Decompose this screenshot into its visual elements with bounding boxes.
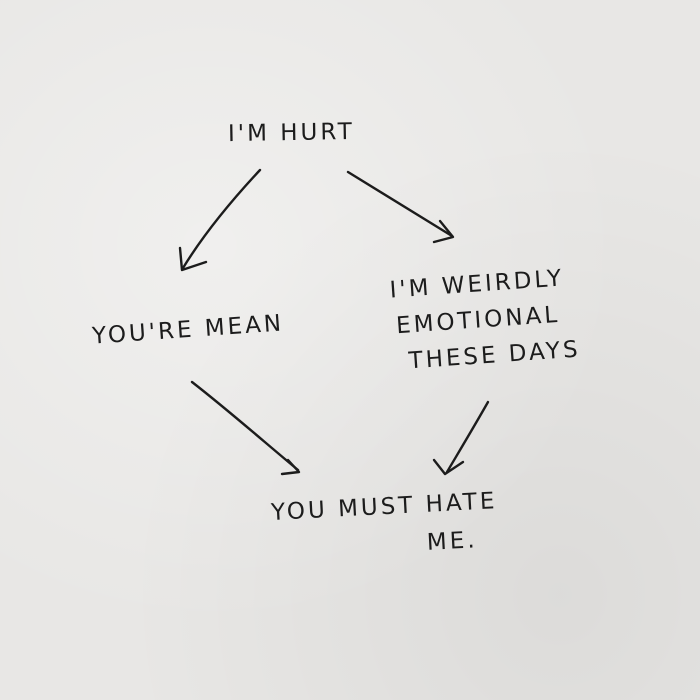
arrow-weird-to-hate bbox=[445, 400, 490, 474]
node-text: I'M HURT bbox=[227, 118, 355, 148]
node-im-weirdly-emotional: I'M WEIRDLY EMOTIONAL THESE DAYS bbox=[388, 260, 582, 381]
node-you-must-hate-me: YOU MUST HATE ME. bbox=[270, 482, 500, 570]
arrowhead-hurt-to-weird bbox=[432, 219, 455, 244]
arrow-hurt-to-weird bbox=[346, 170, 454, 238]
arrowhead-mean-to-hate bbox=[280, 458, 301, 476]
arrow-mean-to-hate bbox=[190, 380, 300, 472]
arrow-hurt-to-mean bbox=[181, 168, 262, 270]
arrowhead-hurt-to-mean bbox=[178, 246, 208, 272]
node-im-hurt: I'M HURT bbox=[228, 116, 355, 150]
arrowhead-weird-to-hate bbox=[432, 458, 465, 476]
